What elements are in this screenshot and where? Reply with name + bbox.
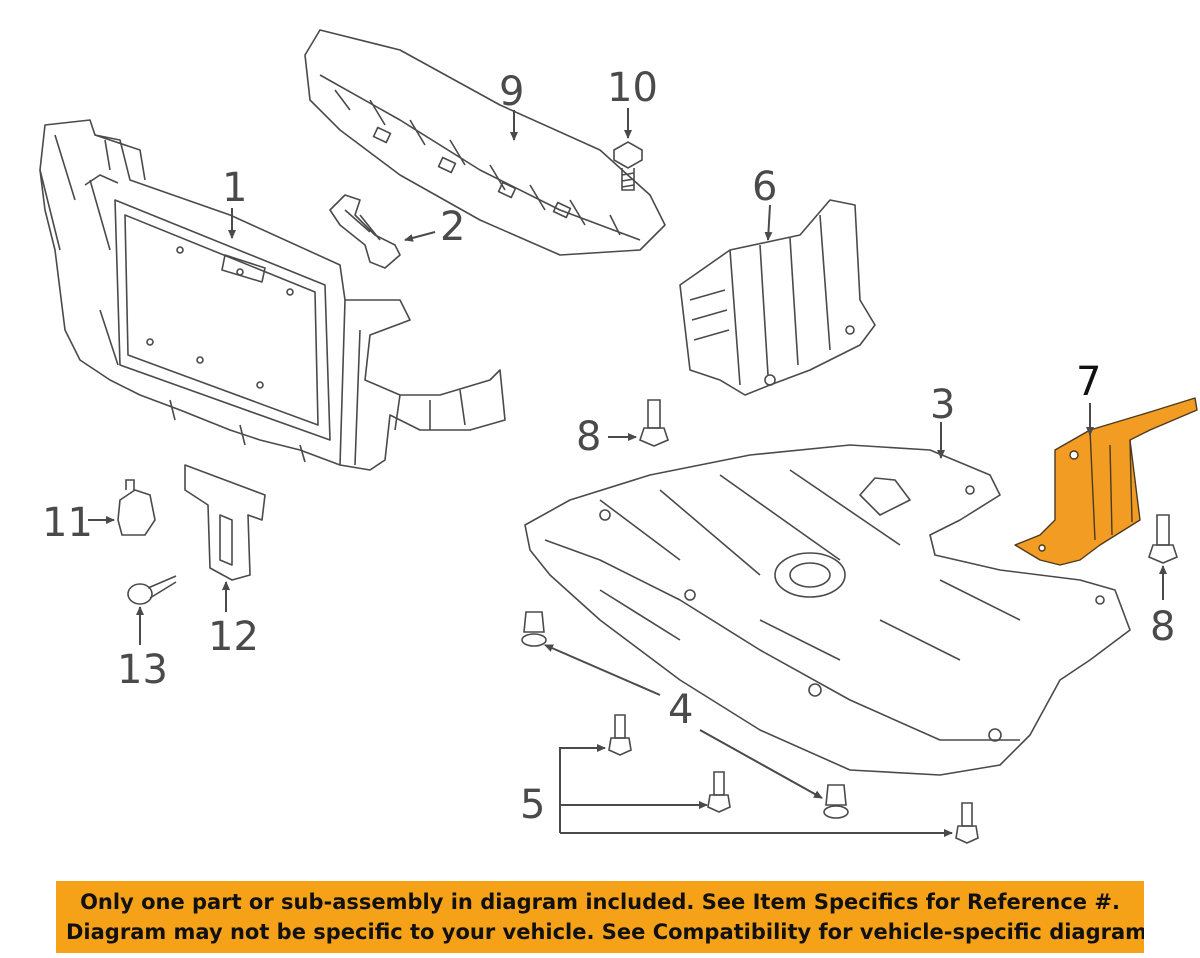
- disclaimer-line-1: Only one part or sub-assembly in diagram…: [80, 890, 1120, 914]
- energy-absorber: [304, 29, 666, 256]
- screw-13: [127, 575, 177, 605]
- callout-11: 11: [42, 500, 93, 546]
- callout-7: 7: [1076, 359, 1102, 405]
- highlighted-air-deflector: [1014, 397, 1198, 566]
- bolt-5c: [955, 802, 979, 844]
- leader-lines: [88, 108, 1167, 837]
- callout-5: 5: [520, 782, 546, 828]
- bolt-8-right: [1148, 514, 1178, 564]
- bolt-5b: [707, 771, 731, 813]
- bolt-5a: [608, 714, 632, 756]
- callout-10: 10: [607, 65, 658, 111]
- disclaimer-line-2: Diagram may not be specific to your vehi…: [66, 920, 1144, 944]
- callout-4: 4: [668, 687, 694, 733]
- callout-3: 3: [930, 382, 956, 428]
- callout-1: 1: [222, 165, 248, 211]
- disclaimer-banner: Only one part or sub-assembly in diagram…: [56, 881, 1144, 953]
- radiator-support-frame: [39, 119, 506, 471]
- bolt-10: [613, 141, 643, 191]
- callout-9: 9: [499, 69, 525, 115]
- callout-6: 6: [752, 164, 778, 210]
- bracket: [329, 194, 401, 269]
- bracket-12: [184, 464, 266, 581]
- parts-diagram: [39, 29, 1198, 844]
- side-cover: [679, 199, 876, 396]
- leader-5-bracket: [559, 747, 590, 833]
- under-cover: [524, 444, 1131, 776]
- callout-13: 13: [117, 647, 168, 693]
- callout-8-right: 8: [1150, 604, 1176, 650]
- callout-12: 12: [208, 614, 259, 660]
- clip-4-right: [823, 784, 849, 819]
- callout-2: 2: [440, 204, 466, 250]
- bolt-8-left: [639, 399, 669, 447]
- callout-8-left: 8: [576, 414, 602, 460]
- clip-11: [117, 479, 156, 536]
- clip-4-left: [521, 611, 547, 647]
